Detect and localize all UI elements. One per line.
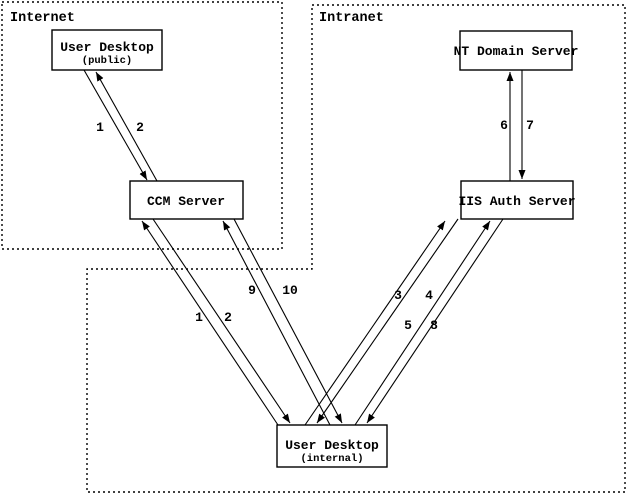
step-label-10: 10 — [282, 283, 298, 298]
user-desktop-public-label: User Desktop — [60, 40, 154, 55]
nt-domain-server-label: NT Domain Server — [454, 44, 579, 59]
arrow-step2-ccm-to-internal-desktop — [152, 218, 291, 424]
iis-auth-server-label: IIS Auth Server — [458, 194, 575, 209]
arrow-step1-public-desktop-to-ccm — [83, 69, 148, 181]
arrow-step10-ccm-to-internal-desktop — [233, 218, 343, 424]
step-label-9: 9 — [248, 283, 256, 298]
node-nt-domain-server — [459, 30, 573, 71]
arrow-step4-iis-to-internal-desktop — [316, 218, 459, 424]
user-desktop-internal-sublabel: (internal) — [300, 453, 363, 465]
node-user-desktop-public — [51, 29, 163, 71]
step-label-3: 3 — [394, 288, 402, 303]
node-user-desktop-internal — [276, 424, 388, 468]
intranet-zone-label: Intranet — [319, 11, 384, 26]
step-label-8: 8 — [430, 318, 438, 333]
arrow-step3-internal-desktop-to-iis — [304, 220, 446, 426]
arrow-step5-internal-desktop-to-iis — [354, 220, 491, 426]
node-ccm-server — [129, 180, 244, 220]
step-label-6: 6 — [500, 118, 508, 133]
internet-zone-label: Internet — [10, 11, 75, 26]
arrow-step2-ccm-to-public-desktop — [95, 71, 158, 182]
step-label-5: 5 — [404, 318, 412, 333]
step-label-7: 7 — [526, 118, 534, 133]
intranet-zone-border — [86, 4, 626, 493]
step-label-4: 4 — [425, 288, 433, 303]
arrow-step9-internal-desktop-to-ccm — [222, 220, 331, 426]
user-desktop-internal-label: User Desktop — [285, 438, 379, 453]
node-iis-auth-server — [460, 180, 574, 220]
step-label-2-internal: 2 — [224, 310, 232, 325]
step-label-2-public: 2 — [136, 120, 144, 135]
arrow-step8-iis-to-internal-desktop — [366, 218, 504, 424]
internet-zone-border — [1, 1, 283, 250]
step-label-1-internal: 1 — [195, 310, 203, 325]
ccm-server-label: CCM Server — [147, 194, 225, 209]
arrow-step1-internal-desktop-to-ccm — [141, 220, 279, 426]
user-desktop-public-sublabel: (public) — [82, 55, 132, 67]
step-label-1-public: 1 — [96, 120, 104, 135]
